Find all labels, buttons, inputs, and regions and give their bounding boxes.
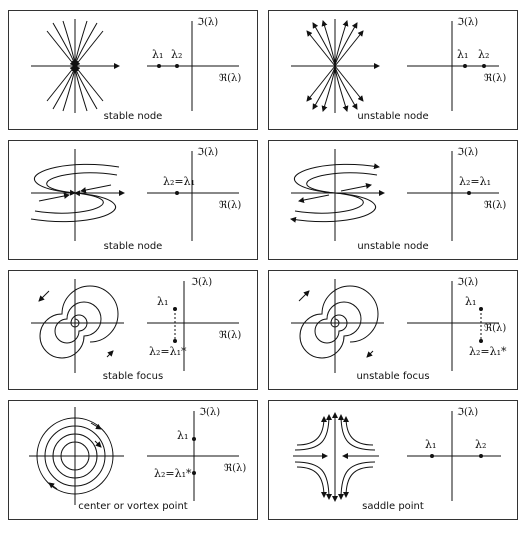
imag-axis-label: ℑ(λ) xyxy=(457,17,478,28)
eigenvalue-2-label: λ₂ xyxy=(475,438,486,451)
imag-axis-label: ℑ(λ) xyxy=(197,147,218,158)
eigenvalue-label: λ₂=λ₁ xyxy=(459,175,491,188)
unstable-node-diagram: ℑ(λ) ℜ(λ) λ₁ λ₂ xyxy=(291,17,506,113)
eigenvalue-2-label: λ₂ xyxy=(478,48,489,61)
eigenvalue-2-label: λ₂=λ₁* xyxy=(469,345,507,358)
degenerate-unstable-node-diagram: ℑ(λ) ℜ(λ) λ₂=λ₁ xyxy=(290,147,506,241)
eigenvalue-1-label: λ₁ xyxy=(425,438,436,451)
panel-stable-focus: ℑ(λ) ℜ(λ) λ₁ λ₂=λ₁* stable focus xyxy=(8,270,258,390)
eigenvalue-2-label: λ₂=λ₁* xyxy=(149,345,187,358)
panel-saddle-point: ℑ(λ) λ₁ λ₂ saddle point xyxy=(268,400,518,520)
imag-axis-label: ℑ(λ) xyxy=(199,407,220,418)
panel-caption: unstable node xyxy=(357,241,429,252)
imag-axis-label: ℑ(λ) xyxy=(191,277,212,288)
panel-unstable-focus: ℑ(λ) ℜ(λ) λ₁ λ₂=λ₁* unstable focus xyxy=(268,270,518,390)
imag-axis-label: ℑ(λ) xyxy=(457,277,478,288)
panel-caption: stable node xyxy=(103,241,163,252)
real-axis-label: ℜ(λ) xyxy=(484,200,506,211)
real-axis-label: ℜ(λ) xyxy=(219,200,241,211)
panel-stable-node: ℑ(λ) ℜ(λ) λ₁ λ₂ stable node xyxy=(8,10,258,130)
degenerate-stable-node-diagram: ℑ(λ) ℜ(λ) λ₂=λ₁ xyxy=(30,147,241,241)
eigenvalue-2-label: λ₂=λ₁* xyxy=(154,467,192,480)
panel-caption: stable focus xyxy=(102,371,164,382)
real-axis-label: ℜ(λ) xyxy=(219,73,241,84)
real-axis-label: ℜ(λ) xyxy=(484,73,506,84)
panel-caption: saddle point xyxy=(362,501,424,512)
real-axis-label: ℜ(λ) xyxy=(484,323,506,334)
panel-center-vortex: ℑ(λ) ℜ(λ) λ₁ λ₂=λ₁* center or vortex poi… xyxy=(8,400,258,520)
panel-stable-node-degenerate: ℑ(λ) ℜ(λ) λ₂=λ₁ stable node xyxy=(8,140,258,260)
stable-node-diagram: ℑ(λ) ℜ(λ) λ₁ λ₂ xyxy=(31,17,241,113)
eigenvalue-label: λ₂=λ₁ xyxy=(163,175,195,188)
imag-axis-label: ℑ(λ) xyxy=(457,407,478,418)
stable-focus-diagram: ℑ(λ) ℜ(λ) λ₁ λ₂=λ₁* xyxy=(31,277,241,373)
saddle-point-diagram: ℑ(λ) λ₁ λ₂ xyxy=(293,407,501,502)
eigenvalue-1-label: λ₁ xyxy=(177,429,188,442)
panel-caption: center or vortex point xyxy=(78,501,188,512)
imag-axis-label: ℑ(λ) xyxy=(457,147,478,158)
real-axis-label: ℜ(λ) xyxy=(219,330,241,341)
eigenvalue-2-label: λ₂ xyxy=(171,48,182,61)
eigenvalue-1-label: λ₁ xyxy=(152,48,163,61)
imag-axis-label: ℑ(λ) xyxy=(197,17,218,28)
panel-caption: unstable focus xyxy=(356,371,430,382)
eigenvalue-1-label: λ₁ xyxy=(457,48,468,61)
panel-unstable-node: ℑ(λ) ℜ(λ) λ₁ λ₂ unstable node xyxy=(268,10,518,130)
center-vortex-diagram: ℑ(λ) ℜ(λ) λ₁ λ₂=λ₁* xyxy=(29,407,246,505)
panel-unstable-node-degenerate: ℑ(λ) ℜ(λ) λ₂=λ₁ unstable node xyxy=(268,140,518,260)
unstable-focus-diagram: ℑ(λ) ℜ(λ) λ₁ λ₂=λ₁* xyxy=(291,277,507,373)
eigenvalue-1-label: λ₁ xyxy=(465,295,476,308)
panel-caption: unstable node xyxy=(357,111,429,122)
real-axis-label: ℜ(λ) xyxy=(224,463,246,474)
panel-caption: stable node xyxy=(103,111,163,122)
eigenvalue-1-label: λ₁ xyxy=(157,295,168,308)
